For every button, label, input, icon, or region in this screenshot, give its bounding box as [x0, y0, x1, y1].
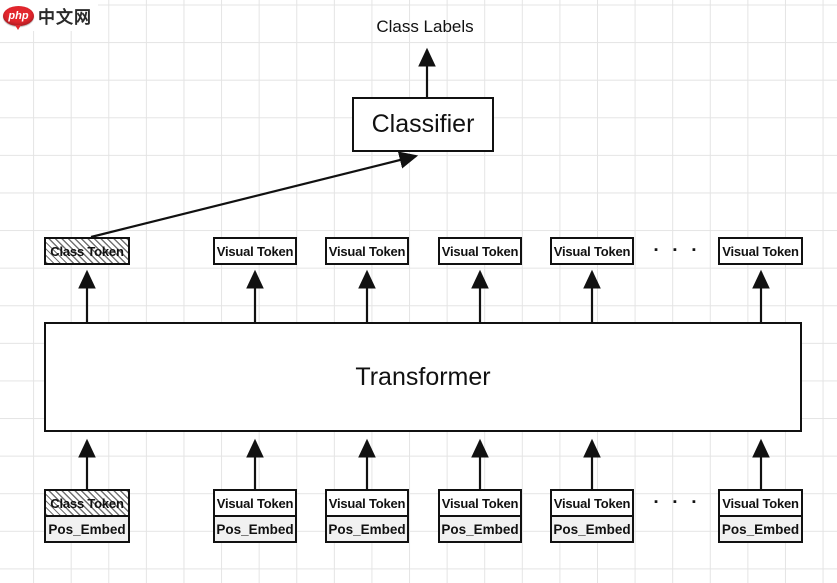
- bottom-pos-embed-box-2: Pos_Embed: [325, 516, 409, 543]
- bottom-pos-embed-box-1: Pos_Embed: [213, 516, 297, 543]
- top-visual-token-box-3: Visual Token: [438, 237, 522, 265]
- bottom-visual-token-stack-4: Visual Token Pos_Embed: [550, 489, 634, 543]
- bottom-visual-token-box-1: Visual Token: [213, 489, 297, 516]
- bottom-class-pos-embed-box: Pos_Embed: [44, 516, 130, 543]
- site-logo-text: 中文网: [38, 8, 92, 27]
- bottom-row-ellipsis: ▪ ▪ ▪: [654, 496, 702, 508]
- site-logo: php 中文网: [0, 0, 98, 31]
- bottom-pos-embed-box-n: Pos_Embed: [718, 516, 803, 543]
- bottom-pos-embed-box-4: Pos_Embed: [550, 516, 634, 543]
- classifier-box: Classifier: [352, 97, 494, 152]
- bottom-visual-token-stack-n: Visual Token Pos_Embed: [718, 489, 803, 543]
- bottom-class-token-stack: Class Token Pos_Embed: [44, 489, 130, 543]
- top-row-ellipsis: ▪ ▪ ▪: [654, 244, 702, 256]
- top-visual-token-box-4: Visual Token: [550, 237, 634, 265]
- bottom-visual-token-box-4: Visual Token: [550, 489, 634, 516]
- php-logo-icon: php: [3, 5, 34, 30]
- bottom-visual-token-box-3: Visual Token: [438, 489, 522, 516]
- bottom-visual-token-box-2: Visual Token: [325, 489, 409, 516]
- bottom-visual-token-box-n: Visual Token: [718, 489, 803, 516]
- top-visual-token-box-2: Visual Token: [325, 237, 409, 265]
- bottom-visual-token-stack-1: Visual Token Pos_Embed: [213, 489, 297, 543]
- bottom-visual-token-stack-2: Visual Token Pos_Embed: [325, 489, 409, 543]
- top-visual-token-box-1: Visual Token: [213, 237, 297, 265]
- transformer-box: Transformer: [44, 322, 802, 432]
- bottom-pos-embed-box-3: Pos_Embed: [438, 516, 522, 543]
- class-labels-text: Class Labels: [376, 17, 474, 36]
- top-visual-token-box-n: Visual Token: [718, 237, 803, 265]
- top-class-token-box: Class Token: [44, 237, 130, 265]
- arrow-class-token-to-classifier: [90, 151, 419, 239]
- bottom-class-token-box: Class Token: [44, 489, 130, 516]
- bottom-visual-token-stack-3: Visual Token Pos_Embed: [438, 489, 522, 543]
